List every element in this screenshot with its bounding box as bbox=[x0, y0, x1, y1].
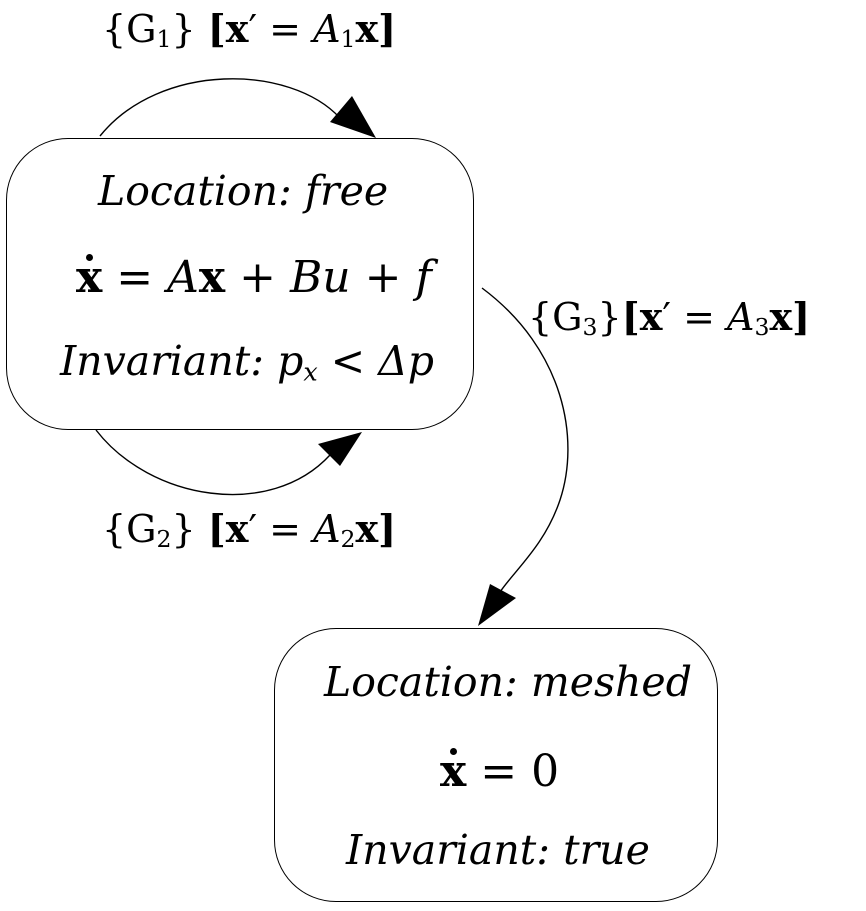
reset-subscript: 2 bbox=[340, 525, 356, 554]
transition-edge-g3 bbox=[481, 287, 569, 593]
self-loop-arrowhead-g1 bbox=[330, 96, 376, 138]
reset-rhs-var: x bbox=[355, 506, 379, 551]
dynamics-var-x: x bbox=[198, 252, 226, 303]
reset-coefficient: A bbox=[313, 507, 341, 551]
dynamics-rhs: 0 bbox=[531, 746, 560, 797]
state-meshed-dynamics: x = 0 bbox=[440, 746, 559, 797]
dynamics-lhs-xdot: x bbox=[440, 746, 467, 797]
guard-open: {G bbox=[528, 295, 583, 339]
dynamics-term-f: f bbox=[415, 252, 432, 303]
location-name: free bbox=[304, 167, 389, 215]
reset-subscript: 3 bbox=[754, 313, 770, 342]
reset-var: x bbox=[225, 6, 249, 51]
invariant-relation: < bbox=[317, 337, 379, 385]
reset-relation: = bbox=[257, 507, 314, 551]
guard-open: {G bbox=[102, 507, 157, 551]
reset-relation: = bbox=[671, 295, 727, 339]
self-loop-arrowhead-g2 bbox=[318, 432, 362, 466]
state-free-location: Location: free bbox=[98, 167, 388, 215]
reset-subscript: 1 bbox=[340, 25, 356, 54]
reset-close-bracket: ] bbox=[378, 506, 397, 551]
guard-subscript: 2 bbox=[156, 525, 172, 554]
reset-var: x bbox=[225, 506, 249, 551]
reset-prime: ′ bbox=[662, 295, 671, 339]
location-prefix: Location: bbox=[98, 167, 305, 215]
reset-prime: ′ bbox=[248, 507, 258, 551]
self-loop-edge-g2 bbox=[95, 429, 331, 496]
state-meshed-invariant: Invariant: true bbox=[346, 826, 650, 874]
guard-open: {G bbox=[102, 7, 157, 51]
dynamics-relation: = bbox=[466, 746, 532, 797]
reset-open-bracket: [ bbox=[621, 294, 640, 339]
invariant-var: p bbox=[277, 337, 304, 385]
location-prefix: Location: bbox=[324, 658, 531, 706]
state-free bbox=[6, 138, 474, 430]
invariant-subscript: x bbox=[303, 356, 318, 387]
guard-subscript: 1 bbox=[156, 25, 172, 54]
reset-close-bracket: ] bbox=[792, 294, 811, 339]
guard-close: } bbox=[171, 507, 208, 551]
invariant-rhs: Δp bbox=[378, 337, 434, 385]
guard-subscript: 3 bbox=[582, 313, 598, 342]
dynamics-term-bu: Bu bbox=[289, 252, 351, 303]
reset-prime: ′ bbox=[248, 7, 258, 51]
edge-label-g3: {G3}[x′ = A3x] bbox=[528, 294, 810, 341]
dynamics-lhs-xdot: x bbox=[76, 252, 103, 303]
state-meshed-location: Location: meshed bbox=[324, 658, 692, 706]
reset-relation: = bbox=[257, 7, 314, 51]
reset-open-bracket: [ bbox=[207, 506, 226, 551]
reset-var: x bbox=[639, 294, 663, 339]
reset-rhs-var: x bbox=[769, 294, 793, 339]
reset-coefficient: A bbox=[313, 7, 341, 51]
state-meshed bbox=[274, 628, 718, 902]
invariant-prefix: Invariant: bbox=[60, 337, 278, 385]
dynamics-plus: + bbox=[350, 252, 416, 303]
dynamics-plus: + bbox=[225, 252, 290, 303]
self-loop-edge-g1 bbox=[99, 78, 341, 137]
state-free-invariant: Invariant: px < Δp bbox=[60, 337, 434, 387]
state-free-dynamics: x = Ax + Bu + f bbox=[76, 252, 432, 303]
invariant-value: true bbox=[563, 826, 650, 874]
location-name: meshed bbox=[530, 658, 692, 706]
reset-rhs-var: x bbox=[355, 6, 379, 51]
edge-label-g2: {G2} [x′ = A2x] bbox=[102, 506, 396, 553]
transition-arrowhead-g3 bbox=[478, 584, 516, 626]
dynamics-relation: = bbox=[102, 252, 168, 303]
reset-close-bracket: ] bbox=[378, 6, 397, 51]
edge-label-g1: {G1} [x′ = A1x] bbox=[102, 6, 396, 53]
guard-close: } bbox=[597, 295, 622, 339]
reset-open-bracket: [ bbox=[207, 6, 226, 51]
reset-coefficient: A bbox=[727, 295, 755, 339]
invariant-prefix: Invariant: bbox=[346, 826, 564, 874]
guard-close: } bbox=[171, 7, 208, 51]
dynamics-coef-a: A bbox=[167, 252, 199, 303]
